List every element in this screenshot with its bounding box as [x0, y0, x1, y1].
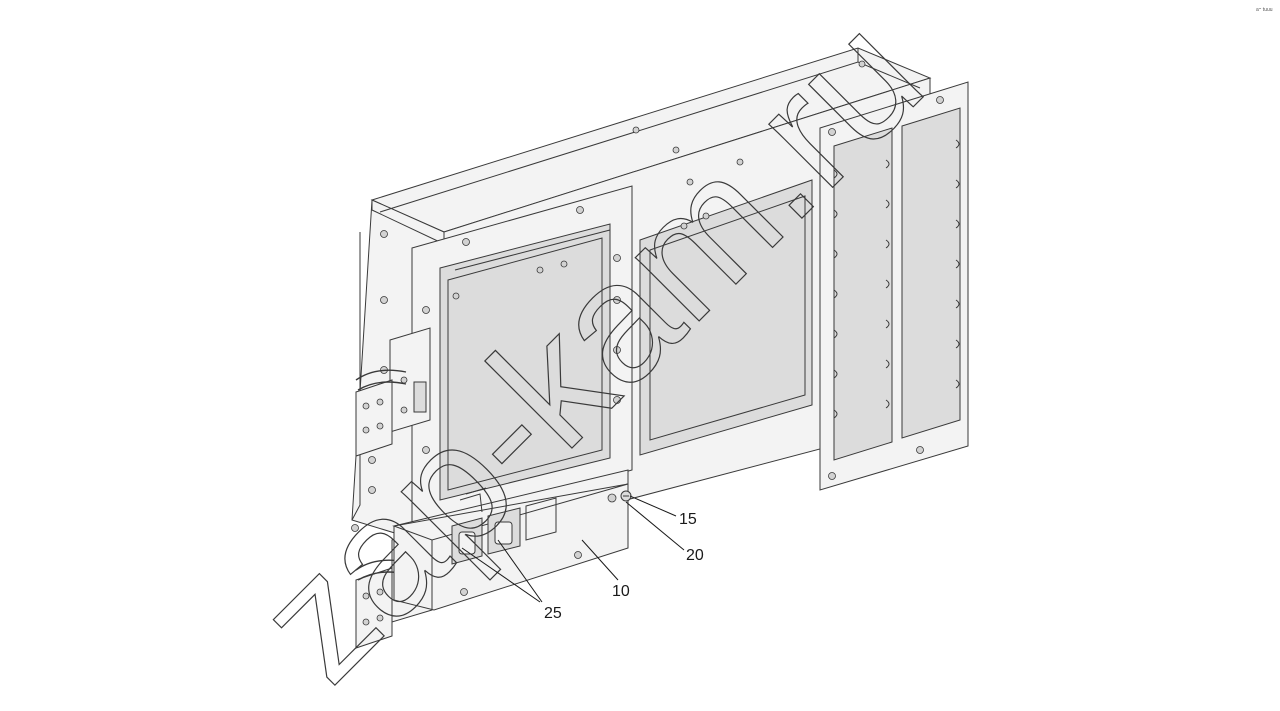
callout-20: 20 — [686, 547, 704, 564]
right-grille-panel — [819, 81, 969, 491]
switch-bracket — [392, 469, 629, 611]
callout-15: 15 — [679, 511, 697, 528]
screw — [620, 490, 632, 502]
hinge-upper — [355, 327, 431, 457]
callout-10: 10 — [612, 583, 630, 600]
callout-leaders — [461, 495, 685, 603]
corner-tag: a⁼ tuuu — [1256, 7, 1273, 13]
callout-25: 25 — [544, 605, 562, 622]
rocker-switch-2 — [487, 507, 521, 555]
front-frame — [411, 185, 633, 533]
